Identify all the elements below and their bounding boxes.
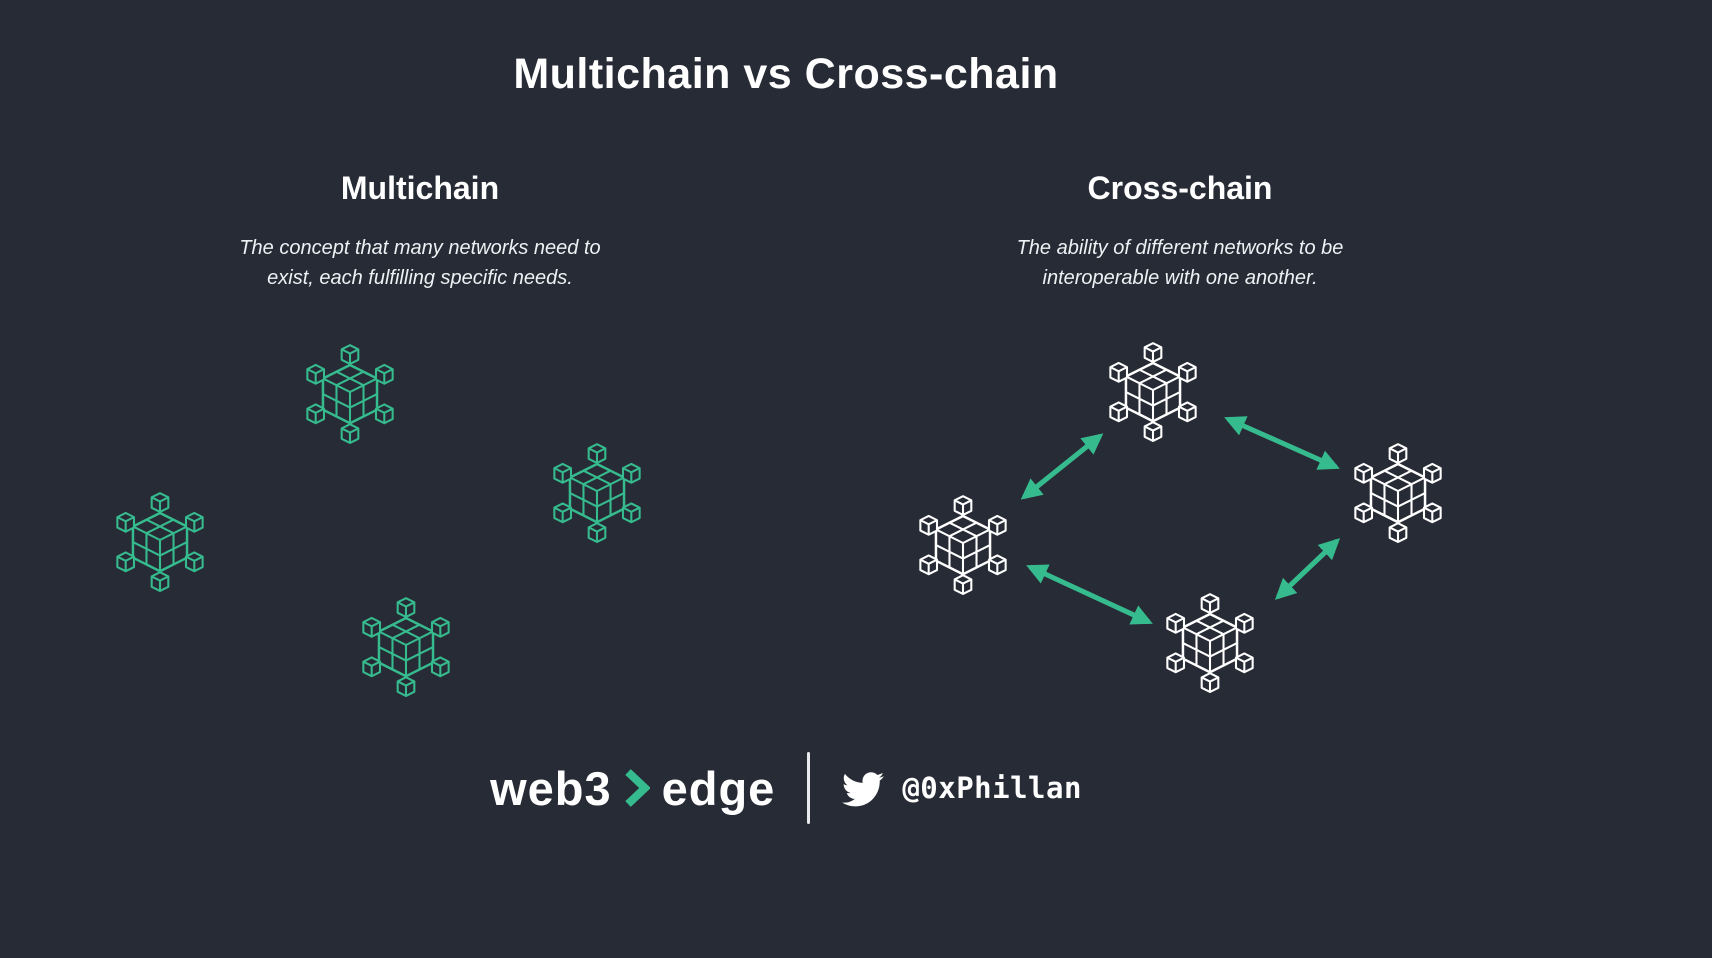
blockchain-network-icon [1110,343,1195,441]
multichain-section: Multichain The concept that many network… [110,170,730,293]
chevron-right-icon [624,768,650,808]
crosschain-double-arrow [1020,433,1104,500]
multichain-description-line2: exist, each fulfilling specific needs. [267,267,573,289]
blockchain-network-icon [363,598,448,696]
footer-divider [807,752,811,824]
blockchain-network-icon [554,444,639,542]
blockchain-network-icon [117,493,202,591]
twitter-attribution: @0xPhillan [842,767,1082,809]
crosschain-double-arrow [1274,538,1341,600]
blockchain-network-icon [920,496,1005,594]
crosschain-heading: Cross-chain [1087,170,1273,206]
multichain-description-line1: The concept that many networks need to [239,237,601,259]
logo-web3-text: web3 [490,761,612,815]
blockchain-network-icon [1355,444,1440,542]
blockchain-network-icon [307,345,392,443]
crosschain-description-line2: interoperable with one another. [1042,267,1318,289]
web3edge-logo: web3 edge [490,761,775,816]
crosschain-double-arrow [1224,416,1340,470]
twitter-icon [842,767,885,809]
blockchain-network-icon [1167,594,1252,692]
crosschain-description: The ability of different networks to be i… [870,233,1490,293]
footer: web3 edge @0xPhillan [0,745,1572,831]
crosschain-description-line1: The ability of different networks to be [1016,237,1344,259]
page-title: Multichain vs Cross-chain [513,50,1059,98]
twitter-handle: @0xPhillan [902,771,1082,805]
crosschain-section: Cross-chain The ability of different net… [870,170,1490,293]
multichain-description: The concept that many networks need to ex… [110,233,730,293]
multichain-heading: Multichain [340,170,500,206]
crosschain-double-arrow [1026,564,1153,625]
logo-edge-text: edge [661,761,776,815]
